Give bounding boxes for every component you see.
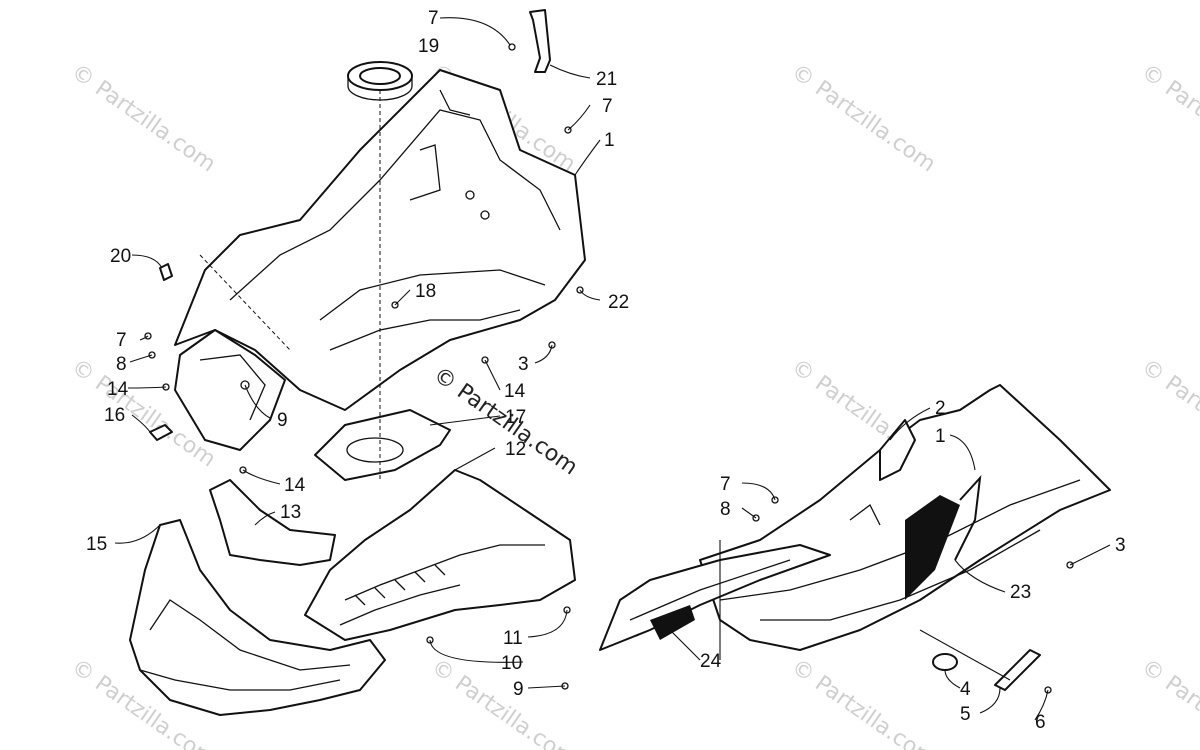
watermark: © Partzilla.com xyxy=(67,59,220,177)
callout-20: 20 xyxy=(110,246,131,267)
callout-14: 14 xyxy=(504,381,526,402)
side-panel xyxy=(209,479,336,566)
callout-7: 7 xyxy=(428,8,439,29)
callout-9: 9 xyxy=(513,679,524,700)
callout-15: 15 xyxy=(86,534,107,555)
nose-cone xyxy=(129,519,386,716)
watermark: © Partzilla.com xyxy=(787,654,940,750)
callout-14: 14 xyxy=(107,379,129,400)
grommet xyxy=(932,653,958,671)
callout-8: 8 xyxy=(116,354,127,375)
callout-10: 10 xyxy=(501,653,522,674)
small-pad xyxy=(149,424,173,441)
lower-belly-pan xyxy=(304,469,576,641)
callout-7: 7 xyxy=(720,474,731,495)
callout-6: 6 xyxy=(1035,712,1046,733)
watermark: © Partzilla.com xyxy=(787,59,940,177)
callout-24: 24 xyxy=(700,651,722,672)
callout-16: 16 xyxy=(104,405,125,426)
callout-7: 7 xyxy=(116,330,127,351)
callout-18: 18 xyxy=(415,281,436,302)
callout-19: 19 xyxy=(418,36,439,57)
trim-strip xyxy=(994,649,1041,691)
callout-22: 22 xyxy=(608,292,629,313)
callout-8: 8 xyxy=(720,499,731,520)
decal-24 xyxy=(650,605,695,640)
assembly-line xyxy=(199,254,291,351)
callout-2: 2 xyxy=(935,398,946,419)
ring-gasket xyxy=(347,61,413,101)
callout-3: 3 xyxy=(518,354,529,375)
callout-13: 13 xyxy=(280,502,301,523)
callout-4: 4 xyxy=(960,679,971,700)
callout-14: 14 xyxy=(284,475,306,496)
callout-1: 1 xyxy=(935,426,946,447)
callout-21: 21 xyxy=(596,69,617,90)
callout-1: 1 xyxy=(604,130,615,151)
mounting-plate xyxy=(314,409,451,481)
callout-17: 17 xyxy=(505,407,526,428)
watermark: © Partzilla.com xyxy=(1137,654,1200,750)
leader-lines xyxy=(114,17,1111,721)
decal-23 xyxy=(905,475,982,600)
right-belly-pan xyxy=(699,384,1111,651)
callout-9: 9 xyxy=(277,410,288,431)
callout-11: 11 xyxy=(503,628,523,649)
callout-3: 3 xyxy=(1115,535,1126,556)
callout-12: 12 xyxy=(505,439,526,460)
callout-23: 23 xyxy=(1010,582,1031,603)
watermark: © Partzilla.com xyxy=(1137,354,1200,472)
callout-7: 7 xyxy=(602,96,613,117)
bracket xyxy=(529,9,551,73)
callout-labels: 7 19 21 7 1 20 18 22 7 8 3 14 14 16 9 17… xyxy=(86,8,1126,733)
callout-5: 5 xyxy=(960,704,971,725)
watermark: © Partzilla.com xyxy=(1137,59,1200,177)
clip xyxy=(159,263,173,281)
